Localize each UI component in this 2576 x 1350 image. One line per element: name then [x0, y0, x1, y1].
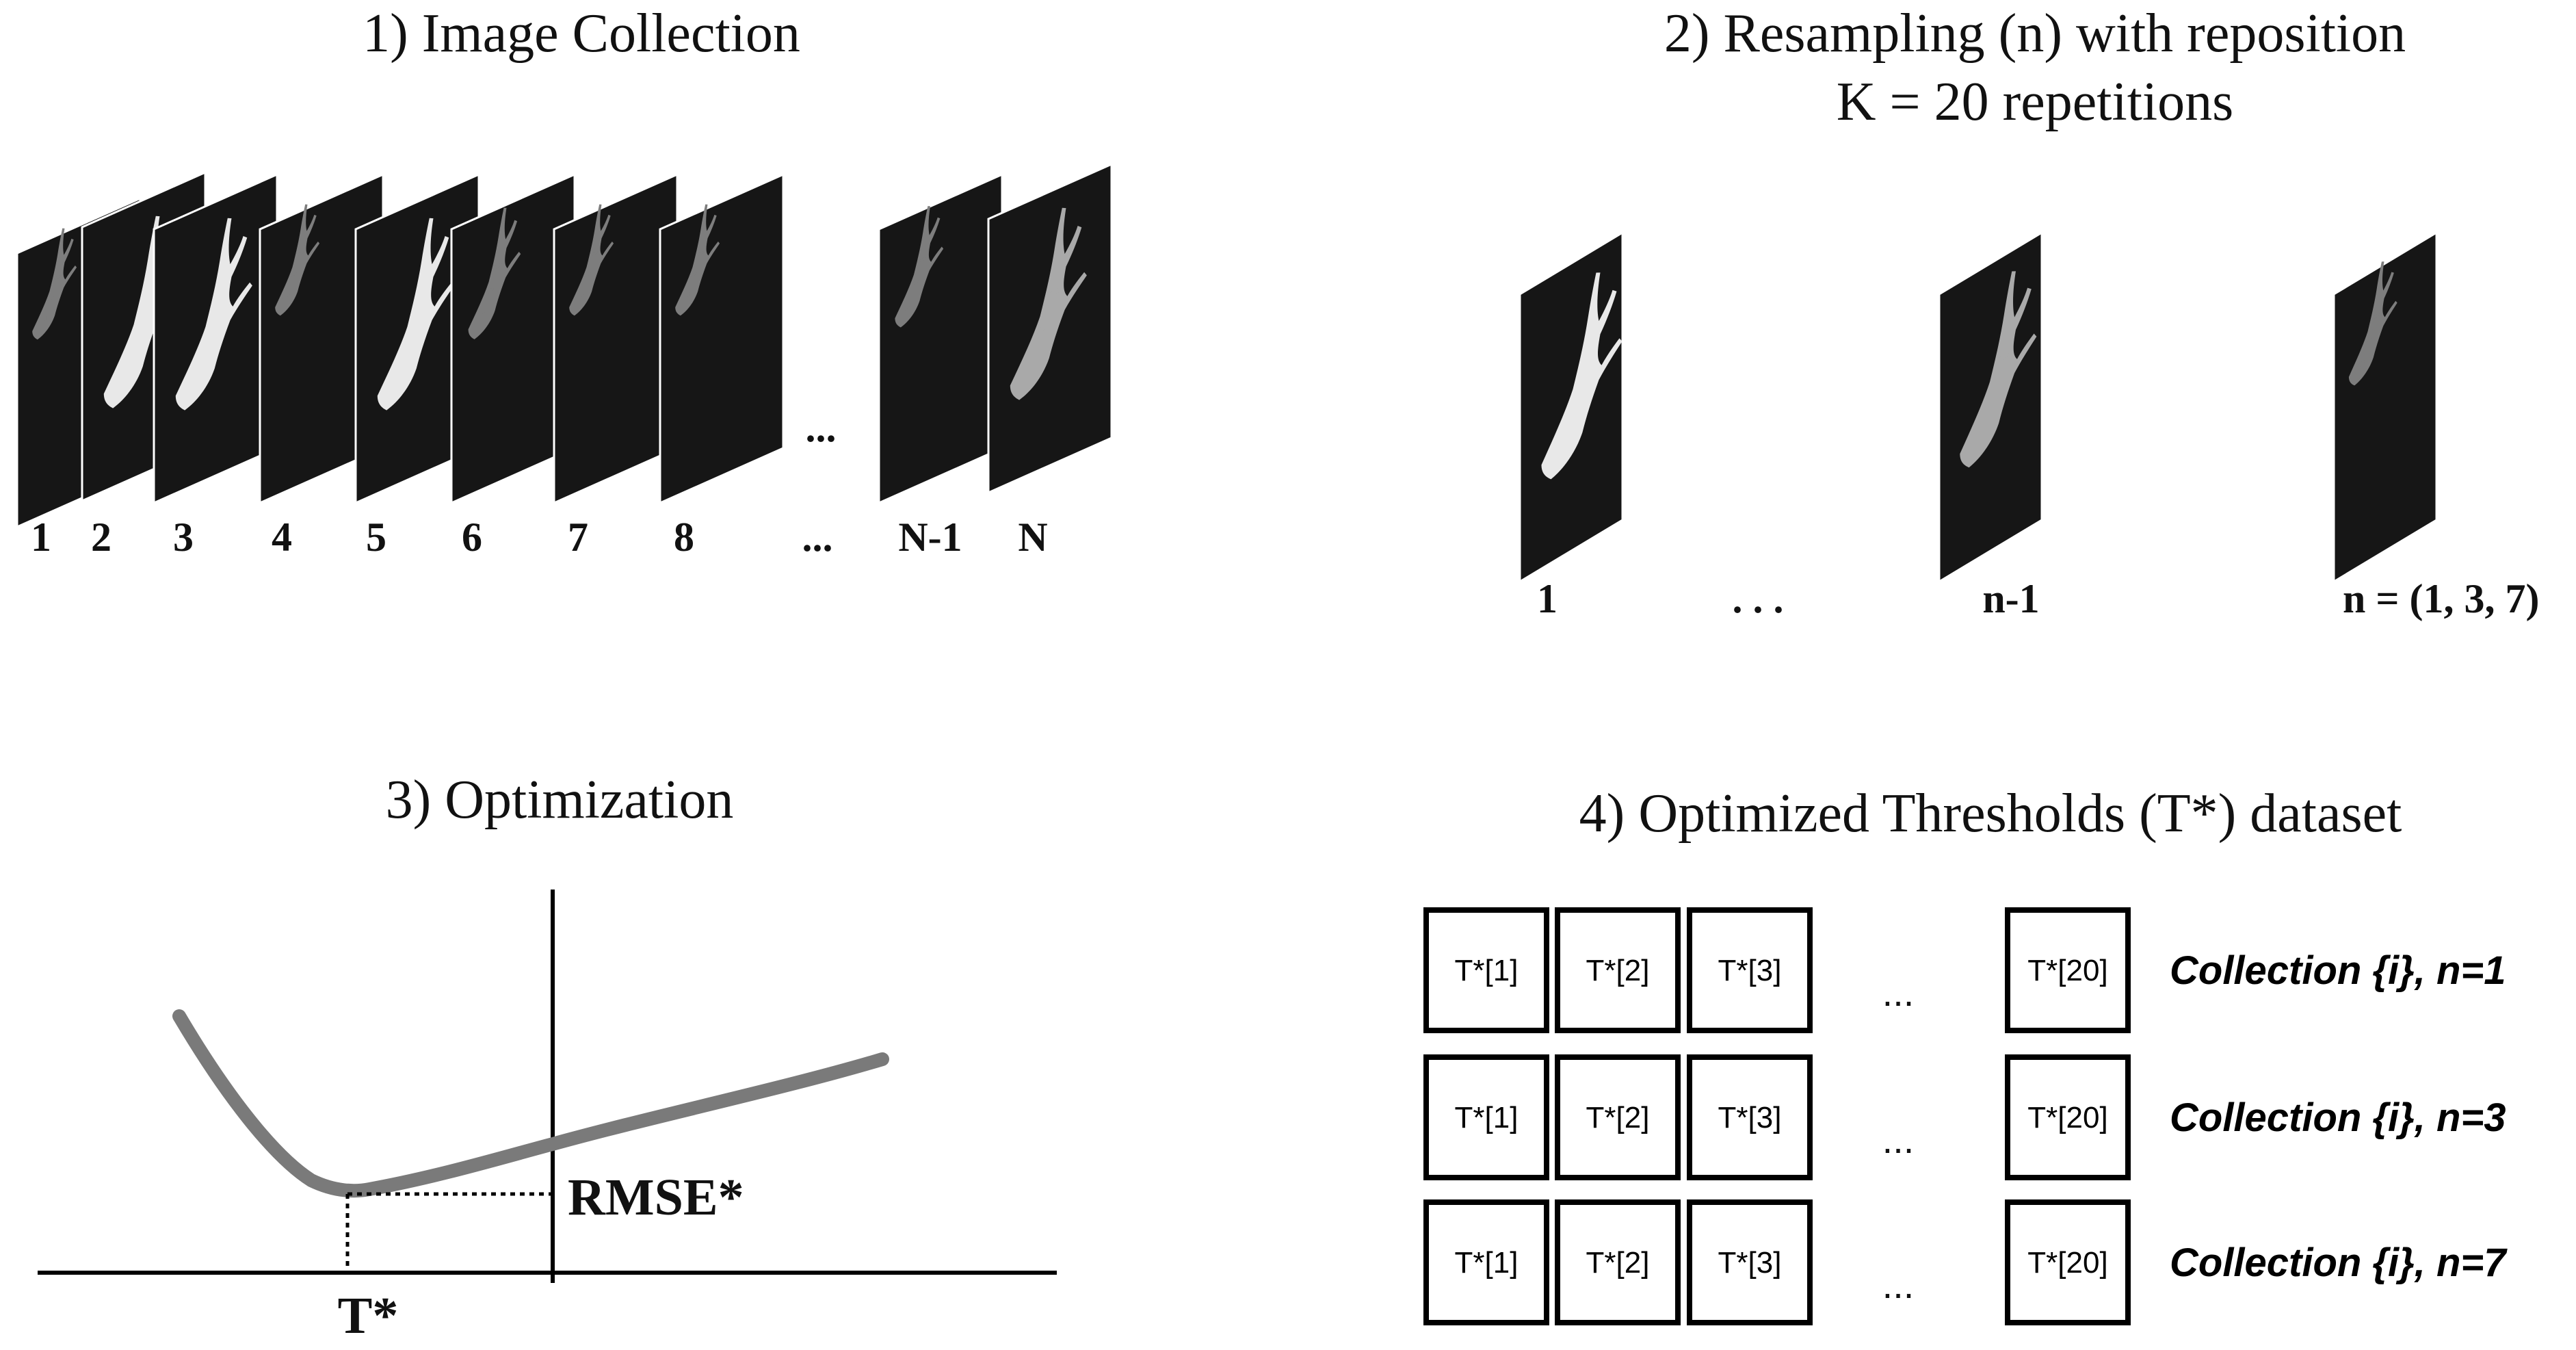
threshold-box	[1423, 1054, 1549, 1180]
threshold-cell: T*[3]	[1687, 1199, 1813, 1325]
rmse-star-label: RMSE*	[568, 1169, 744, 1226]
stack-image-3	[153, 172, 278, 505]
threshold-cell: T*[1]	[1423, 907, 1549, 1033]
stack-image-8	[659, 172, 785, 505]
image-label-8: 8	[674, 515, 694, 560]
panel3-title: 3) Optimization	[386, 770, 734, 830]
threshold-cell: T*[20]	[2005, 1199, 2131, 1325]
resample-index-labels: 1 . . . n-1 n = (1, 3, 7)	[1537, 576, 2540, 621]
image-label-6: 6	[462, 515, 482, 560]
threshold-cell: T*[3]	[1687, 907, 1813, 1033]
image-label-4: 4	[272, 515, 292, 560]
threshold-cell: T*[2]	[1555, 907, 1681, 1033]
threshold-value: T*[1]	[1455, 954, 1519, 987]
panel4-title: 4) Optimized Thresholds (T*) dataset	[1579, 783, 2402, 844]
image-label-7: 7	[568, 515, 588, 560]
threshold-value: T*[20]	[2027, 954, 2107, 987]
threshold-value: T*[3]	[1718, 954, 1782, 987]
collection-label: Collection {i}, n=1	[2170, 948, 2506, 993]
panel-resampling: 2) Resampling (n) with reposition K = 20…	[1519, 3, 2540, 621]
threshold-cell: T*[20]	[2005, 907, 2131, 1033]
threshold-grid: T*[1] T*[2] T*[3] T*[20]... Collection {i}, …	[1423, 907, 2508, 1325]
threshold-box	[1555, 1054, 1681, 1180]
image-label-10: N-1	[898, 515, 962, 560]
threshold-box	[2005, 907, 2131, 1033]
panel2-title-line1: 2) Resampling (n) with reposition	[1664, 3, 2406, 64]
resample-label-1: 1	[1537, 576, 1558, 621]
threshold-cell: T*[2]	[1555, 1199, 1681, 1325]
panel1-title: 1) Image Collection	[363, 3, 800, 64]
threshold-box	[1423, 907, 1549, 1033]
image-label-2: 2	[91, 515, 111, 560]
image-label-3: 3	[173, 515, 194, 560]
resampled-images	[1519, 231, 2438, 584]
image-stack	[16, 162, 1113, 529]
resample-label-3: n-1	[1982, 576, 2039, 621]
threshold-box	[2005, 1054, 2131, 1180]
threshold-value: T*[20]	[2027, 1246, 2107, 1280]
threshold-box	[1555, 907, 1681, 1033]
threshold-cell: T*[20]	[2005, 1054, 2131, 1180]
row-ellipsis: ...	[1882, 1118, 1915, 1161]
stack-image-10	[987, 162, 1113, 495]
collection-label: Collection {i}, n=3	[2170, 1095, 2506, 1140]
threshold-box	[1687, 907, 1813, 1033]
threshold-cell: T*[3]	[1687, 1054, 1813, 1180]
threshold-value: T*[3]	[1718, 1101, 1782, 1134]
threshold-value: T*[2]	[1586, 1246, 1650, 1280]
image-label-5: 5	[366, 515, 386, 560]
threshold-box	[1423, 1199, 1549, 1325]
threshold-box	[1555, 1199, 1681, 1325]
t-star-label: T*	[338, 1287, 399, 1345]
rmse-curve	[172, 1009, 889, 1198]
stack-image-7	[553, 172, 679, 505]
threshold-value: T*[2]	[1586, 1101, 1650, 1134]
image-label-11: N	[1018, 515, 1047, 560]
threshold-value: T*[2]	[1586, 954, 1650, 987]
stack-image-9	[878, 172, 1003, 505]
threshold-value: T*[20]	[2027, 1101, 2107, 1134]
collection-label: Collection {i}, n=7	[2170, 1241, 2508, 1285]
panel-thresholds-dataset: 4) Optimized Thresholds (T*) dataset T*[…	[1423, 783, 2508, 1325]
threshold-row-1: T*[1] T*[2] T*[3] T*[20]... Collection {i}, …	[1423, 907, 2506, 1033]
threshold-value: T*[3]	[1718, 1246, 1782, 1280]
resample-image-1	[1519, 231, 1624, 584]
resample-label-4: n = (1, 3, 7)	[2343, 576, 2540, 621]
threshold-row-2: T*[1] T*[2] T*[3] T*[20]... Collection {i}, …	[1423, 1054, 2506, 1180]
threshold-row-3: T*[1] T*[2] T*[3] T*[20]... Collection {i}, …	[1423, 1199, 2508, 1325]
stack-ellipsis: ...	[806, 405, 837, 450]
image-label-1: 1	[31, 515, 51, 560]
threshold-box	[1687, 1054, 1813, 1180]
threshold-value: T*[1]	[1455, 1101, 1519, 1134]
resample-image-n	[2332, 231, 2438, 584]
threshold-cell: T*[2]	[1555, 1054, 1681, 1180]
image-label-9: ...	[802, 515, 833, 560]
threshold-value: T*[1]	[1455, 1246, 1519, 1280]
threshold-cell: T*[1]	[1423, 1054, 1549, 1180]
threshold-box	[1687, 1199, 1813, 1325]
resample-image-n-1	[1938, 231, 2043, 584]
panel-optimization: 3) Optimization RMSE* T*	[38, 770, 1057, 1345]
resample-label-2: . . .	[1733, 576, 1784, 621]
threshold-box	[2005, 1199, 2131, 1325]
row-ellipsis: ...	[1882, 971, 1915, 1014]
panel2-title-line2: K = 20 repetitions	[1837, 72, 2234, 132]
threshold-cell: T*[1]	[1423, 1199, 1549, 1325]
row-ellipsis: ...	[1882, 1263, 1915, 1306]
